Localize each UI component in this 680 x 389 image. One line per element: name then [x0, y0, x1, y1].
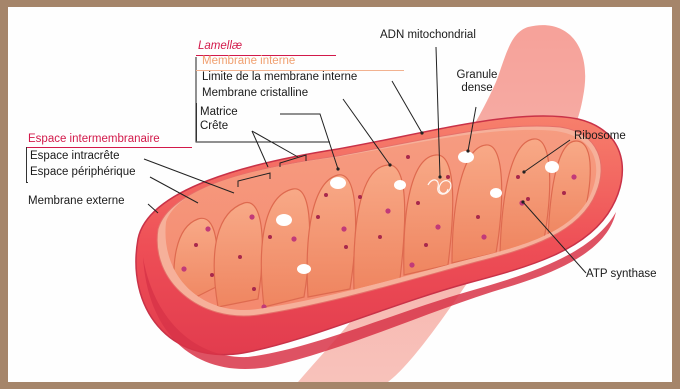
label-adn-mitochondrial: ADN mitochondrial	[380, 29, 476, 42]
label-ribosome: Ribosome	[574, 130, 626, 143]
espace-intermembranaire-rule	[26, 147, 192, 148]
label-membrane-externe: Membrane externe	[28, 195, 125, 208]
label-membrane-interne: Membrane interne	[202, 55, 295, 68]
label-crete: Crête	[200, 120, 228, 133]
illustration-panel: Lamellæ Membrane interne Limite de la me…	[8, 7, 672, 382]
label-limite-membrane-interne: Limite de la membrane interne	[202, 71, 357, 84]
label-espace-intermembranaire: Espace intermembranaire	[28, 133, 160, 146]
label-granule-dense: Granule dense	[452, 69, 502, 95]
label-atp-synthase: ATP synthase	[586, 268, 657, 281]
label-membrane-cristalline: Membrane cristalline	[202, 87, 308, 100]
label-matrice: Matrice	[200, 106, 238, 119]
label-espace-intracrete: Espace intracrête	[30, 150, 120, 163]
label-lamellae: Lamellæ	[198, 40, 242, 53]
espace-bracket	[26, 147, 28, 183]
label-espace-peripherique: Espace périphérique	[30, 166, 136, 179]
